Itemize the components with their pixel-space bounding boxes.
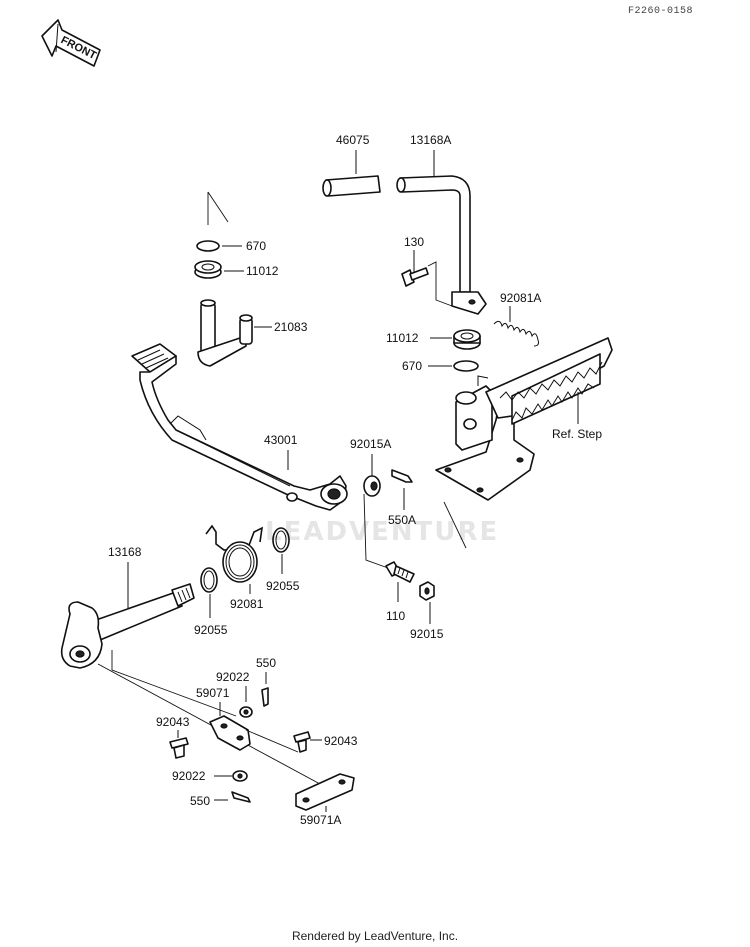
- label-92015: 92015: [410, 627, 444, 641]
- part-92015-nut: 92015: [410, 581, 444, 641]
- label-59071A: 59071A: [300, 813, 341, 827]
- part-13168-brake-shaft: 13168: [60, 545, 321, 785]
- label-92055-left: 92055: [194, 623, 228, 637]
- label-92043-right: 92043: [324, 734, 358, 748]
- part-11012-upper-left: 11012: [194, 260, 279, 279]
- footer-credit: Rendered by LeadVenture, Inc.: [291, 929, 459, 943]
- watermark: LEADVENTURE: [265, 517, 500, 547]
- label-43001: 43001: [264, 433, 298, 447]
- label-92055-right: 92055: [266, 579, 300, 593]
- label-92015A: 92015A: [350, 437, 391, 451]
- part-550-cotter-upper: 550: [256, 656, 276, 707]
- part-92022-washer-lower: 92022: [172, 769, 248, 783]
- part-46075-pedal-rubber: 46075: [322, 133, 381, 197]
- label-670-upper: 670: [246, 239, 266, 253]
- label-130: 130: [404, 235, 424, 249]
- part-59071-joint: 59071: [196, 686, 299, 753]
- part-130-bolt: 130: [401, 235, 453, 307]
- part-92022-washer-upper: 92022: [216, 670, 253, 718]
- part-92043-pin-right: 92043: [293, 731, 358, 753]
- part-13168A-pedal-arm: 13168A: [396, 133, 487, 315]
- label-550-lower: 550: [190, 794, 210, 808]
- label-92043-left: 92043: [156, 715, 190, 729]
- part-110-bolt: 110: [385, 561, 415, 623]
- label-110: 110: [386, 609, 405, 623]
- part-21083-pivot-shaft: 21083: [197, 299, 308, 367]
- label-92081: 92081: [230, 597, 264, 611]
- diagram-code: F2260-0158: [628, 6, 694, 17]
- part-92043-pin-left: 92043: [156, 715, 190, 759]
- part-59071A-linkage-arm: 59071A: [295, 773, 355, 827]
- part-670-right: 670: [402, 359, 479, 373]
- part-43001-brake-pedal: 43001: [131, 343, 348, 511]
- label-11012-right: 11012: [386, 331, 419, 345]
- part-92081-return-spring: 92081: [205, 524, 264, 611]
- part-92055-seal-left: 92055: [194, 567, 228, 637]
- part-92055-seal-right: 92055: [266, 527, 300, 593]
- part-670-upper-left: 670: [196, 191, 266, 253]
- label-59071: 59071: [196, 686, 230, 700]
- label-13168A: 13168A: [410, 133, 451, 147]
- label-46075: 46075: [336, 133, 370, 147]
- ref-step-bracket: Ref. Step: [435, 337, 613, 549]
- part-550-cotter-lower: 550: [190, 791, 251, 808]
- part-92015A-collar: 92015A: [350, 437, 391, 569]
- label-13168: 13168: [108, 545, 142, 559]
- part-11012-right: 11012: [386, 329, 481, 350]
- part-92081A-spring: 92081A: [493, 291, 541, 347]
- label-11012-upper: 11012: [246, 264, 279, 278]
- front-arrow: FRONT: [41, 19, 101, 67]
- label-550-upper: 550: [256, 656, 276, 670]
- label-92022-upper: 92022: [216, 670, 250, 684]
- label-92022-lower: 92022: [172, 769, 206, 783]
- part-550A-cotter-pin: 550A: [388, 469, 416, 527]
- ref-step-label: Ref. Step: [552, 427, 602, 441]
- label-670-right: 670: [402, 359, 422, 373]
- label-92081A: 92081A: [500, 291, 541, 305]
- label-21083: 21083: [274, 320, 308, 334]
- label-550A: 550A: [388, 513, 416, 527]
